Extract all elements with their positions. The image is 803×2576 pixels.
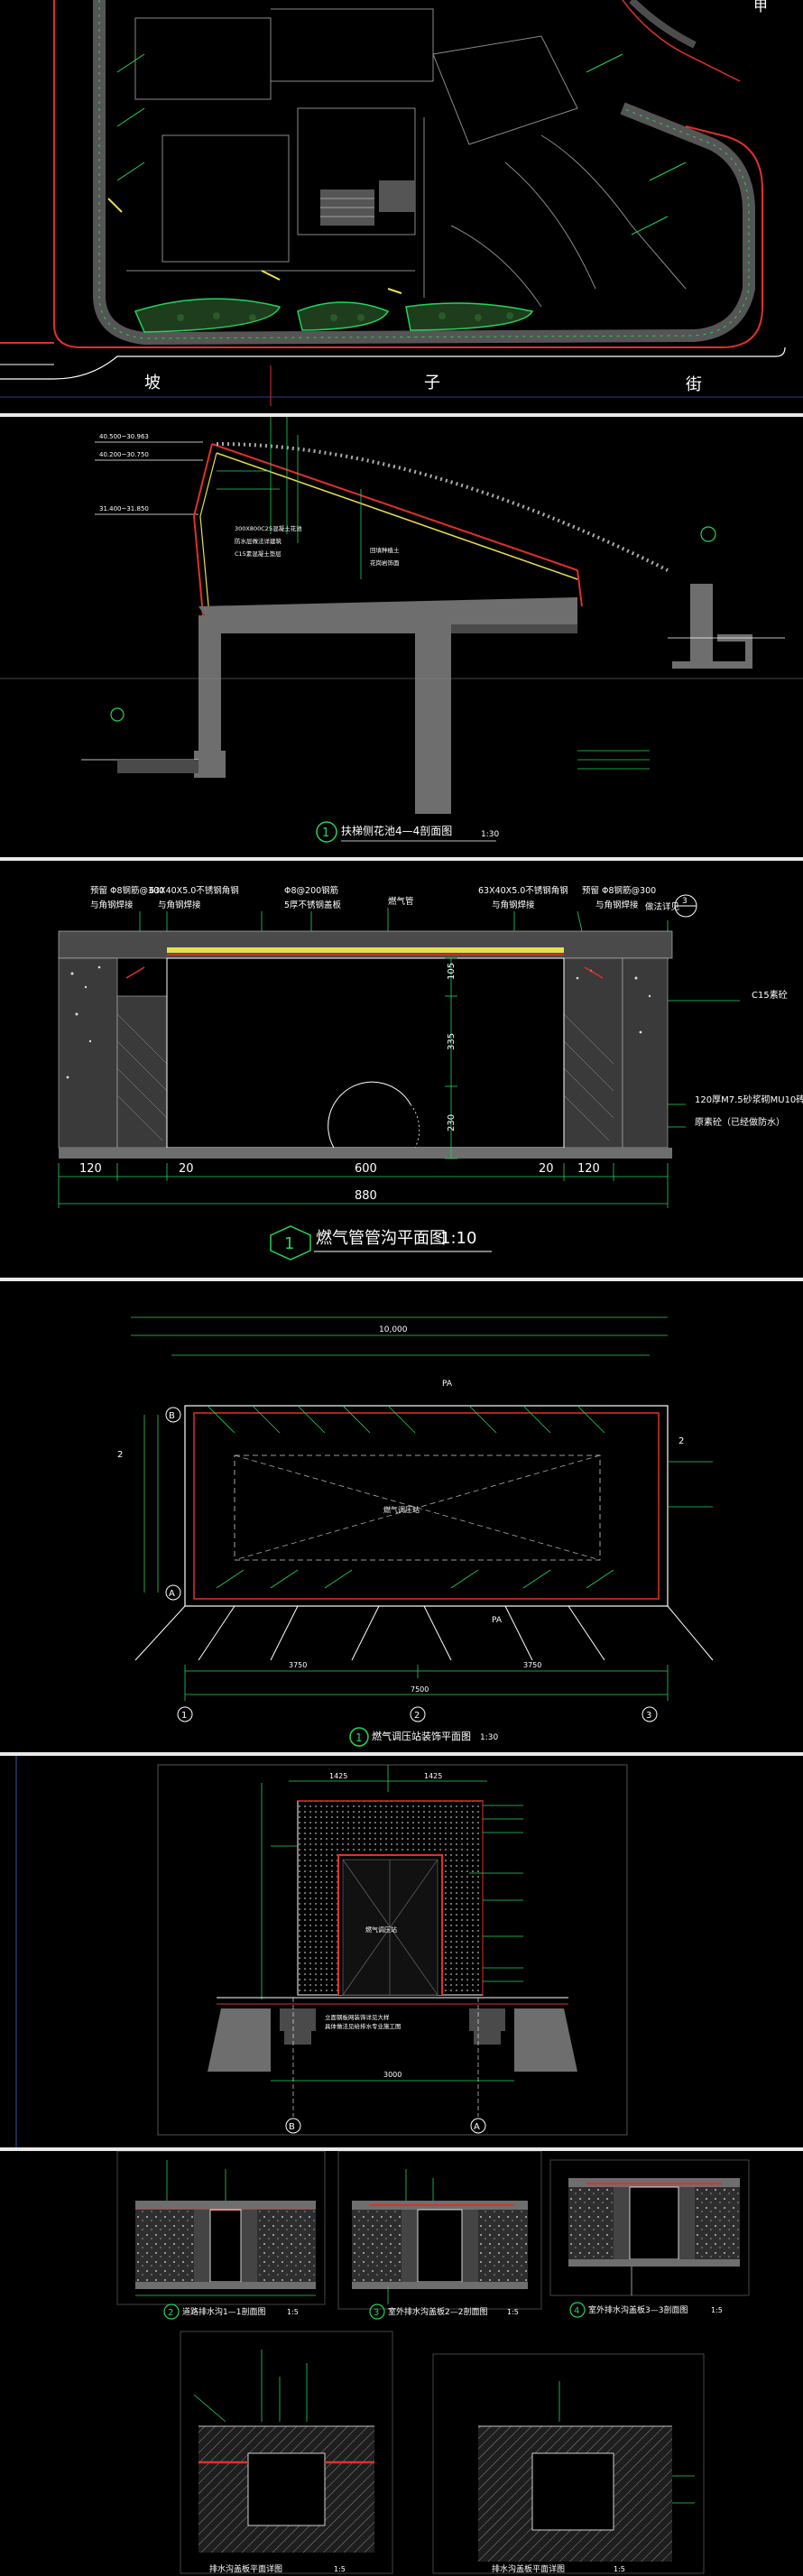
label-mid3: 燃气管 bbox=[388, 896, 414, 907]
dim-b-5: 120 bbox=[577, 1162, 600, 1176]
dim-b-4: 20 bbox=[539, 1162, 554, 1176]
label-joint: 做法详见 bbox=[645, 901, 679, 912]
label-left-2: 与角钢焊接 bbox=[90, 900, 134, 910]
divider-5 bbox=[0, 2147, 803, 2151]
bottom-detail-2-scale: 1:5 bbox=[614, 2565, 625, 2573]
section-4-4-title-no: 1 bbox=[322, 826, 329, 840]
label-right2-1: 预留 Φ8钢筋@300 bbox=[582, 885, 656, 896]
dim-b-1: 120 bbox=[79, 1162, 102, 1176]
label-mid1-2: 与角钢焊接 bbox=[158, 900, 201, 910]
label-right1-2: 与角钢焊接 bbox=[492, 900, 535, 910]
label-mid2-2: 5厚不锈钢盖板 bbox=[284, 900, 342, 910]
site-plan-panel: 坡 子 街 甲 bbox=[0, 0, 803, 413]
section-4-4-panel: 40.500~30.963 40.200~30.750 31.400~31.85… bbox=[0, 417, 803, 857]
detail-1-no: 2 bbox=[168, 2308, 173, 2318]
detail-3-no: 4 bbox=[574, 2306, 579, 2316]
detail-1-scale: 1:5 bbox=[287, 2308, 299, 2316]
divider-1 bbox=[0, 413, 803, 417]
detail-3-scale: 1:5 bbox=[711, 2306, 723, 2314]
note-3: C15素混凝土垫层 bbox=[235, 549, 282, 558]
bottom-detail-1-scale: 1:5 bbox=[334, 2565, 346, 2573]
dim-v-3: 230 bbox=[447, 1114, 457, 1131]
note-4: 回填种植土 bbox=[370, 546, 400, 554]
level-3: 31.400~31.850 bbox=[99, 505, 149, 512]
grid-col-3: 3 bbox=[646, 1711, 651, 1721]
elevation-note-2: 具体做法见给排水专业施工图 bbox=[325, 2022, 402, 2030]
dim-v-1: 105 bbox=[447, 963, 457, 980]
street-char-1: 坡 bbox=[144, 374, 161, 392]
station-scale: 1:30 bbox=[480, 1733, 498, 1742]
dim-bottom-total: 7500 bbox=[411, 1685, 429, 1694]
drainage-details-drawing: 2 道路排水沟1—1剖面图 1:5 3 室外排水沟盖板2—2剖面图 1:5 4 … bbox=[116, 2151, 750, 2574]
street-char-2: 子 bbox=[424, 374, 440, 392]
divider-4 bbox=[0, 1752, 803, 1756]
side-label-left: 2 bbox=[117, 1450, 123, 1460]
divider-2 bbox=[0, 857, 803, 861]
label-pa-top: PA bbox=[442, 1380, 453, 1389]
level-1: 40.500~30.963 bbox=[99, 433, 149, 440]
section-4-4-drawing: 40.500~30.963 40.200~30.750 31.400~31.85… bbox=[0, 417, 803, 843]
gas-trench-drawing: 预留 Φ8钢筋@300 与角钢焊接 63X40X5.0不锈钢角钢 与角钢焊接 Φ… bbox=[58, 885, 803, 1260]
station-elevation-panel: 1425 1425 燃气调压站 bbox=[0, 1756, 803, 2147]
label-right2-2: 与角钢焊接 bbox=[595, 900, 639, 910]
elevation-center-label: 燃气调压站 bbox=[365, 1925, 397, 1934]
dim-top-1: 1425 bbox=[329, 1772, 347, 1780]
station-title-no: 1 bbox=[355, 1731, 363, 1744]
detail-2-scale: 1:5 bbox=[507, 2308, 519, 2316]
dim-v-2: 335 bbox=[447, 1033, 457, 1050]
label-pa-bottom: PA bbox=[492, 1616, 503, 1625]
label-mid1-1: 63X40X5.0不锈钢角钢 bbox=[149, 885, 239, 896]
station-plan-drawing: 10,000 PA 燃气调压站 PA B A bbox=[117, 1316, 714, 1747]
station-elevation-drawing: 1425 1425 燃气调压站 bbox=[15, 1756, 628, 2147]
trench-scale: 1:10 bbox=[440, 1229, 476, 1248]
note-2: 防水层做法详建筑 bbox=[235, 537, 282, 545]
site-plan-drawing: 坡 子 街 甲 bbox=[0, 0, 803, 406]
grid-col-2: 2 bbox=[414, 1711, 420, 1721]
dim-bottom-2: 3750 bbox=[523, 1661, 541, 1669]
detail-1-title: 道路排水沟1—1剖面图 bbox=[182, 2306, 265, 2317]
dim-bottom-1: 3750 bbox=[289, 1661, 307, 1669]
grid-bubble-top: B bbox=[169, 1411, 175, 1421]
label-left-1: 预留 Φ8钢筋@300 bbox=[90, 885, 164, 896]
station-center-label: 燃气调压站 bbox=[383, 1505, 420, 1514]
detail-2-title: 室外排水沟盖板2—2剖面图 bbox=[388, 2306, 487, 2317]
section-4-4-title: 扶梯侧花池4—4剖面图 bbox=[341, 824, 452, 837]
trench-title: 燃气管管沟平面图 bbox=[316, 1229, 446, 1248]
elev-grid-left: B bbox=[289, 2122, 295, 2132]
dim-top-total: 10,000 bbox=[379, 1325, 408, 1334]
dim-base: 3000 bbox=[383, 2071, 402, 2079]
dim-total: 880 bbox=[355, 1189, 377, 1203]
dim-b-2: 20 bbox=[179, 1162, 194, 1176]
section-4-4-scale: 1:30 bbox=[481, 830, 499, 839]
divider-3 bbox=[0, 1278, 803, 1281]
station-plan-panel: 10,000 PA 燃气调压站 PA B A bbox=[0, 1281, 803, 1752]
corner-char: 甲 bbox=[753, 0, 768, 14]
drainage-details-panel: 2 道路排水沟1—1剖面图 1:5 3 室外排水沟盖板2—2剖面图 1:5 4 … bbox=[0, 2151, 803, 2576]
note-1: 300X800C25混凝土花池 bbox=[235, 524, 302, 532]
label-base: 原素砼（已经做防水） bbox=[695, 1116, 785, 1128]
street-char-3: 街 bbox=[686, 375, 702, 394]
label-wall: 120厚M7.5砂浆砌MU10砖 bbox=[695, 1094, 803, 1105]
trench-title-no: 1 bbox=[284, 1234, 294, 1253]
level-2: 40.200~30.750 bbox=[99, 451, 149, 458]
detail-2-no: 3 bbox=[374, 2308, 379, 2318]
callout-no: 3 bbox=[682, 897, 688, 906]
label-mid2-1: Φ8@200钢筋 bbox=[284, 885, 338, 896]
dim-b-3: 600 bbox=[355, 1162, 377, 1176]
elevation-note-1: 立面钢板网装饰详见大样 bbox=[325, 2013, 390, 2021]
label-right1-1: 63X40X5.0不锈钢角钢 bbox=[478, 885, 568, 896]
bottom-detail-2-title: 排水沟盖板平面详图 bbox=[492, 2563, 565, 2574]
dim-top-2: 1425 bbox=[424, 1772, 442, 1780]
station-title: 燃气调压站装饰平面图 bbox=[372, 1730, 471, 1742]
elev-grid-right: A bbox=[474, 2122, 480, 2132]
side-label-right: 2 bbox=[678, 1436, 684, 1446]
bottom-detail-1-title: 排水沟盖板平面详图 bbox=[209, 2563, 282, 2574]
grid-bubble-bottom: A bbox=[169, 1589, 175, 1599]
gas-trench-panel: 预留 Φ8钢筋@300 与角钢焊接 63X40X5.0不锈钢角钢 与角钢焊接 Φ… bbox=[0, 861, 803, 1278]
grid-col-1: 1 bbox=[181, 1711, 187, 1721]
label-c15: C15素砼 bbox=[752, 989, 788, 1001]
note-5: 花岗岩饰面 bbox=[370, 559, 400, 567]
detail-3-title: 室外排水沟盖板3—3剖面图 bbox=[588, 2304, 688, 2315]
